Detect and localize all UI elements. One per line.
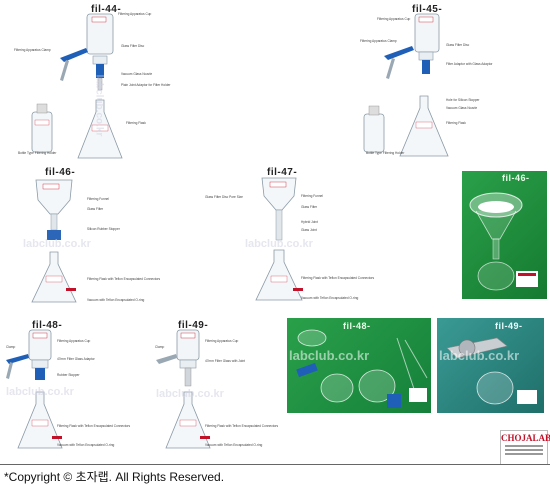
callout-45-nozzle: Vacuum Glass Nozzle	[446, 106, 478, 110]
callout-46-funnel: Filtering Funnel	[87, 197, 109, 201]
photo-fil-49-label: fil-49-	[495, 321, 523, 331]
model-label-fil-46: fil-46-	[45, 167, 76, 178]
model-label-fil-48: fil-48-	[32, 320, 63, 331]
callout-44-nozzle: Vacuum Glass Nozzle	[121, 72, 153, 76]
model-label-fil-44: fil-44-	[91, 4, 122, 15]
callout-46-filter: Glass Filter	[87, 207, 104, 211]
chojalab-logo-box: CHOJALAB	[500, 430, 550, 465]
callout-46-stopper: Silicon Rubber Stopper	[87, 227, 120, 231]
callout-48-cup: Filtering Apparatus Cup	[57, 339, 91, 343]
callout-49-oring: Vacuum with Teflon Encapsulated O-ring	[205, 443, 263, 447]
callout-44-adaptor: Plain Joint Adaptor for Filter Holder	[121, 83, 171, 87]
photo-fil-49-glassware	[446, 337, 537, 405]
callout-47-pore: Glass Filter Disc Pore Size	[205, 195, 243, 199]
photo-fil-46-glassware	[469, 192, 538, 291]
callout-44-clamp: Filtering Apparatus Clamp	[14, 48, 51, 52]
callout-48-stopper: Rubber Stopper	[57, 373, 80, 377]
callout-44-cup: Filtering Apparatus Cup	[118, 12, 152, 16]
chojalab-logo: CHOJALAB	[501, 433, 550, 443]
callout-47-oring: Vacuum with Teflon Encapsulated O-ring	[301, 296, 359, 300]
photo-fil-48: fil-48- labclub.co.kr	[287, 318, 431, 413]
callout-47-hybrid: Hybrid Joint	[301, 220, 318, 224]
footer-copyright: *Copyright © 초자랩. All Rights Reserved.	[4, 470, 225, 484]
callout-45-flask: Filtering Flask	[446, 121, 466, 125]
footer-divider	[0, 464, 550, 465]
callout-45-disc: Glass Filter Disc	[446, 43, 470, 47]
callout-49-cup: Filtering Apparatus Cup	[205, 339, 239, 343]
callout-47-filter: Glass Filter	[301, 205, 318, 209]
callout-46-flask: Filtering Flask with Teflon Encapsulated…	[87, 277, 161, 281]
callout-48-clamp: Clamp	[6, 345, 16, 349]
callout-45-clamp: Filtering Apparatus Clamp	[360, 39, 397, 43]
callout-45-adaptor: Filter Adaptor with Glass Adaptor	[446, 62, 493, 66]
callout-45-cup: Filtering Apparatus Cup	[377, 17, 411, 21]
model-label-fil-45: fil-45-	[412, 4, 443, 15]
model-label-fil-47: fil-47-	[267, 167, 298, 178]
callout-48-oring: Vacuum with Teflon Encapsulated O-ring	[57, 443, 115, 447]
callout-45-bottle: Bottle Type Filtering Holder	[366, 151, 405, 155]
callout-44-disc: Glass Filter Disc	[121, 44, 145, 48]
model-label-fil-49: fil-49-	[178, 320, 209, 331]
photo-fil-48-label: fil-48-	[343, 321, 371, 331]
callout-49-filter: 47mm Filter Glass with Joint	[205, 359, 246, 363]
callout-47-funnel: Filtering Funnel	[301, 194, 323, 198]
photo-fil-49: fil-49- labclub.co.kr	[437, 318, 544, 413]
photo-fil-48-glassware	[296, 329, 428, 408]
callout-47-flask: Filtering Flask with Teflon Encapsulated…	[301, 276, 375, 280]
callout-49-flask: Filtering Flask with Teflon Encapsulated…	[205, 424, 279, 428]
callout-46-oring: Vacuum with Teflon Encapsulated O-ring	[87, 298, 145, 302]
callout-48-adaptor: 47mm Filter Glass Adaptor	[57, 357, 95, 361]
photo-fil-46-label: fil-46-	[502, 173, 530, 183]
callout-45-hole: Hole for Silicon Stopper	[446, 98, 480, 102]
callout-49-clamp: Clamp	[155, 345, 165, 349]
callout-48-flask: Filtering Flask with Teflon Encapsulated…	[57, 424, 131, 428]
callout-47-glass: Glass Joint	[301, 228, 317, 232]
callout-44-bottle: Bottle Type Filtering Holder	[18, 151, 57, 155]
photo-fil-46: fil-46-	[462, 171, 547, 299]
callout-44-flask: Filtering Flask	[126, 121, 146, 125]
chojalab-logo-lines	[501, 445, 547, 455]
